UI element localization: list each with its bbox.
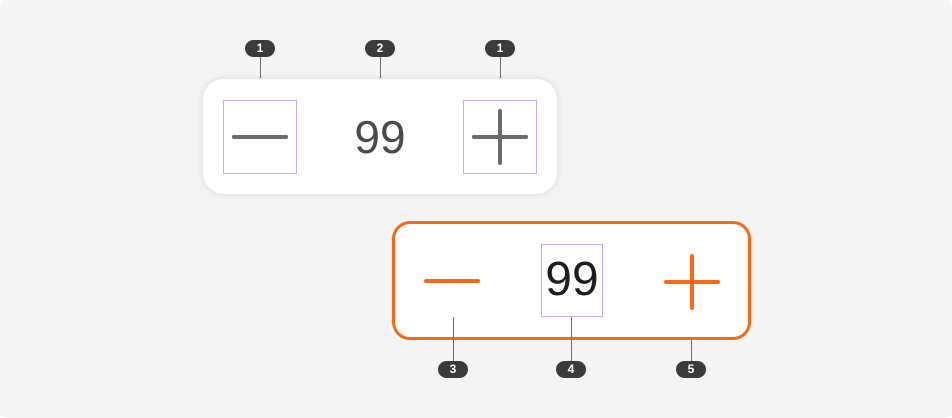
stepper-value-active: 99	[545, 253, 599, 306]
marker-container: 3	[438, 361, 468, 378]
value-text-area	[541, 244, 603, 317]
plus-icon[interactable]	[662, 252, 722, 312]
stepper-value: 99	[354, 111, 406, 163]
increment-button[interactable]	[463, 100, 537, 174]
leader-line	[453, 317, 454, 362]
marker-increment-button: 1	[485, 40, 515, 57]
marker-value: 2	[365, 40, 395, 57]
marker-accent-icon: 5	[676, 361, 706, 378]
plus-icon	[472, 109, 528, 165]
decrement-button[interactable]	[223, 100, 297, 174]
leader-line	[571, 317, 572, 362]
minus-icon	[232, 135, 288, 139]
marker-decrement-button: 1	[245, 40, 275, 57]
marker-value-text: 4	[556, 361, 586, 378]
leader-line	[380, 57, 381, 79]
leader-line	[691, 339, 692, 362]
minus-icon[interactable]	[422, 255, 482, 307]
